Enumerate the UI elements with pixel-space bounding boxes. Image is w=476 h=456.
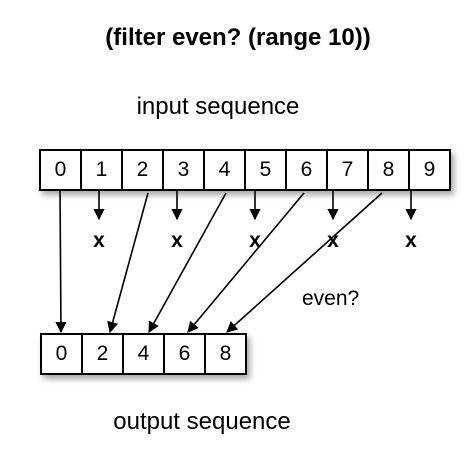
input-cell-0: 0 — [39, 149, 82, 191]
keep-arrow-0 — [55, 190, 67, 334]
rejected-mark-1: x — [93, 229, 105, 252]
output-sequence-label: output sequence — [113, 408, 291, 435]
rejected-mark-9: x — [405, 229, 417, 252]
predicate-label: even? — [302, 287, 360, 310]
rejected-mark-3: x — [171, 229, 183, 252]
input-cell-9: 9 — [408, 149, 451, 191]
input-cell-5: 5 — [244, 149, 287, 191]
keep-arrow-2 — [107, 192, 149, 334]
input-cell-4: 4 — [203, 149, 246, 191]
output-cell-0: 0 — [40, 333, 83, 375]
output-cell-4: 4 — [122, 333, 165, 375]
rejected-mark-7: x — [327, 229, 339, 252]
input-sequence-label: input sequence — [136, 93, 300, 120]
keep-arrow-4 — [148, 192, 227, 333]
output-cell-6: 6 — [163, 333, 206, 375]
keep-arrow-6 — [187, 192, 305, 333]
keep-arrow-8 — [226, 192, 383, 333]
input-cell-1: 1 — [80, 149, 123, 191]
diagram-title: (filter even? (range 10)) — [105, 24, 371, 51]
output-cell-2: 2 — [81, 333, 124, 375]
input-cell-2: 2 — [121, 149, 164, 191]
output-cell-8: 8 — [204, 333, 247, 375]
input-cell-3: 3 — [162, 149, 205, 191]
rejected-mark-5: x — [249, 229, 261, 252]
